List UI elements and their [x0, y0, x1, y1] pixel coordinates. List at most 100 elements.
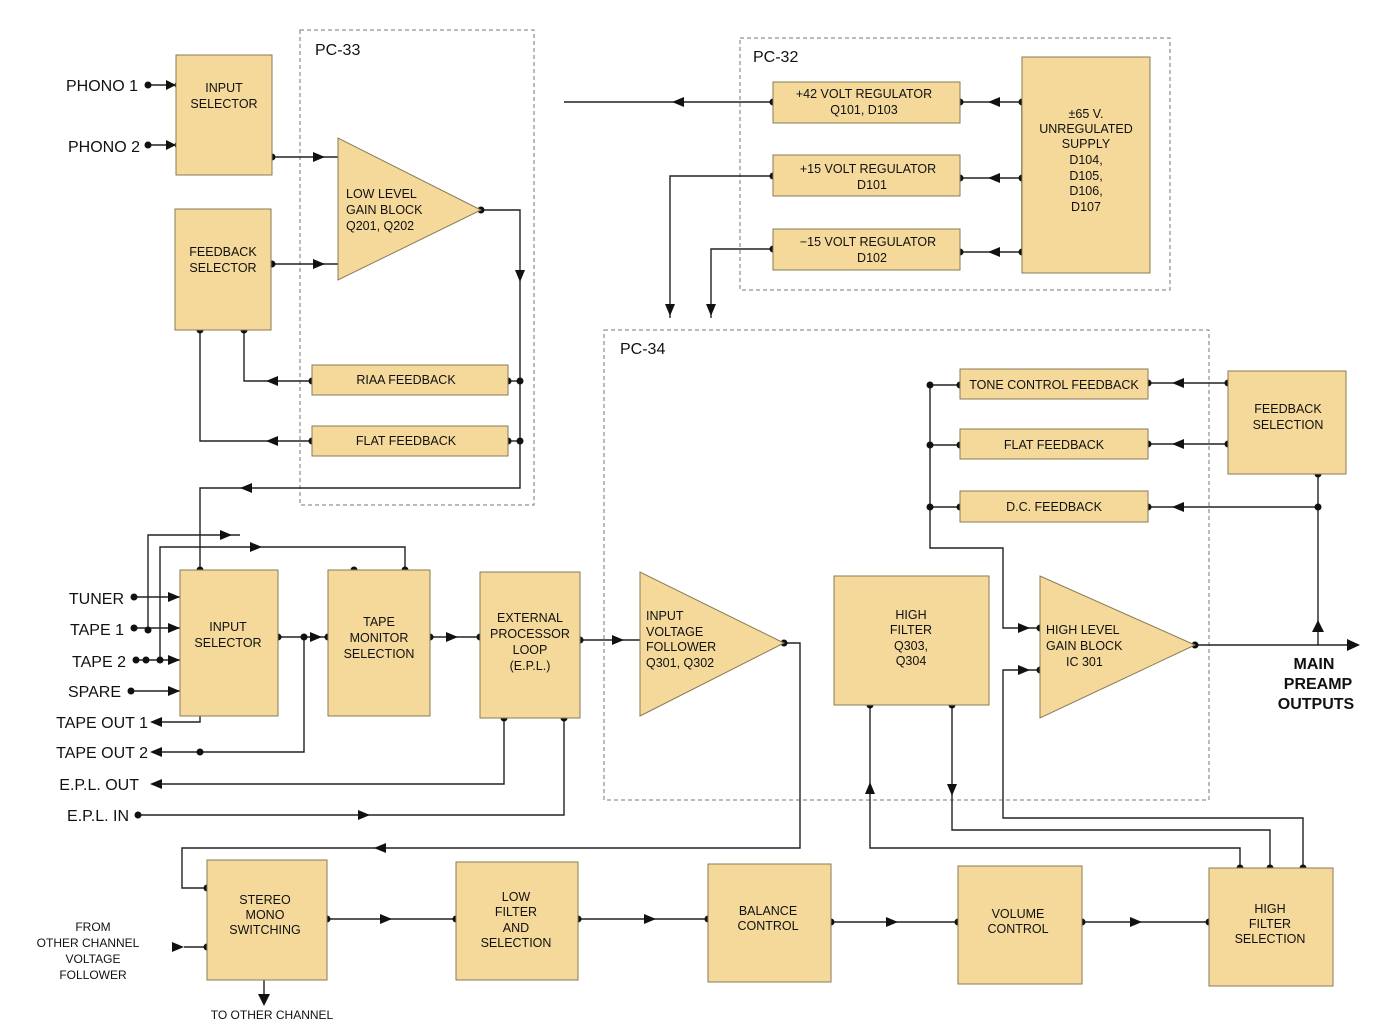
input-voltage-follower-label-1: INPUT [646, 609, 684, 623]
stereo-mono-block [206, 859, 328, 981]
flat-feedback-pc33-block [311, 425, 509, 457]
tape2-label: TAPE 2 [72, 654, 126, 671]
unregulated-label-4: D104, [1069, 153, 1102, 167]
unregulated-label-7: D107 [1071, 200, 1101, 214]
high-filter-label-3: Q303, [894, 639, 928, 653]
reg-15v-neg-block [772, 228, 961, 271]
reg-15v-pos-block [772, 154, 961, 197]
stereo-mono-label-2: MONO [246, 908, 285, 922]
tape-out2-label: TAPE OUT 2 [56, 745, 148, 762]
reg-15v-pos-label-1: +15 VOLT REGULATOR [800, 162, 936, 176]
low-level-gain-label-2: GAIN BLOCK [346, 203, 423, 217]
epl-label-3: LOOP [513, 643, 548, 657]
flat-feedback-pc33-label: FLAT FEEDBACK [356, 434, 457, 448]
balance-control-label-2: CONTROL [737, 919, 798, 933]
epl-label-1: EXTERNAL [497, 611, 563, 625]
input-voltage-follower-label-4: Q301, Q302 [646, 656, 714, 670]
reg-15v-neg-label-1: −15 VOLT REGULATOR [800, 235, 936, 249]
high-filter-label-2: FILTER [890, 623, 932, 637]
board-pc34-label: PC-34 [620, 341, 665, 358]
input-selector-mid-label-1: INPUT [209, 620, 247, 634]
main-outputs-label-2: PREAMP [1284, 676, 1353, 693]
volume-control-block [957, 865, 1083, 985]
high-filter-selection-label-1: HIGH [1254, 902, 1285, 916]
high-level-gain-label-2: GAIN BLOCK [1046, 639, 1123, 653]
unregulated-label-2: UNREGULATED [1039, 122, 1133, 136]
low-filter-block [455, 861, 579, 981]
feedback-selector-block [174, 208, 272, 331]
board-pc34-outline [603, 329, 1210, 801]
tape-monitor-label-1: TAPE [363, 615, 395, 629]
feedback-selector-label-1: FEEDBACK [189, 245, 257, 259]
volume-control-label-1: VOLUME [992, 907, 1045, 921]
board-pc33-label: PC-33 [315, 42, 360, 59]
tape-monitor-block [327, 569, 431, 717]
high-filter-selection-label-2: FILTER [1249, 917, 1291, 931]
reg-42v-label-2: Q101, D103 [830, 103, 897, 117]
high-level-gain-label-3: IC 301 [1066, 655, 1103, 669]
main-outputs-label-3: OUTPUTS [1278, 696, 1355, 713]
volume-control-label-2: CONTROL [987, 922, 1048, 936]
input-voltage-follower-label-3: FOLLOWER [646, 640, 716, 654]
feedback-selection-block [1227, 370, 1347, 475]
balance-control-label-1: BALANCE [739, 904, 797, 918]
high-filter-selection-label-3: SELECTION [1235, 932, 1306, 946]
dc-feedback-label: D.C. FEEDBACK [1006, 500, 1103, 514]
tape-out1-label: TAPE OUT 1 [56, 715, 148, 732]
arrow-heads [150, 80, 1360, 1006]
flat-feedback-pc34-label: FLAT FEEDBACK [1004, 438, 1105, 452]
epl-label-4: (E.P.L.) [510, 659, 551, 673]
input-selector-top-label-2: SELECTOR [190, 97, 257, 111]
high-level-gain-block [1039, 575, 1197, 719]
epl-block [479, 571, 581, 719]
input-selector-top-block [175, 54, 273, 176]
reg-42v-label-1: +42 VOLT REGULATOR [796, 87, 932, 101]
board-pc32-label: PC-32 [753, 49, 798, 66]
flat-feedback-pc34-block [959, 428, 1149, 460]
low-filter-label-2: FILTER [495, 905, 537, 919]
unregulated-supply-block [1021, 56, 1151, 274]
spare-label: SPARE [68, 684, 121, 701]
input-selector-mid-block [179, 569, 279, 717]
tone-control-feedback-block [959, 368, 1149, 400]
feedback-selection-label-1: FEEDBACK [1254, 402, 1322, 416]
from-other-label-3: VOLTAGE [66, 952, 121, 966]
unregulated-label-3: SUPPLY [1062, 137, 1111, 151]
unregulated-label-5: D105, [1069, 169, 1102, 183]
feedback-selector-label-2: SELECTOR [189, 261, 256, 275]
reg-42v-block [772, 81, 961, 124]
high-level-gain-label-1: HIGH LEVEL [1046, 623, 1120, 637]
feedback-selection-label-2: SELECTION [1253, 418, 1324, 432]
low-level-gain-label-1: LOW LEVEL [346, 187, 417, 201]
low-filter-label-3: AND [503, 921, 529, 935]
from-other-label-2: OTHER CHANNEL [37, 936, 140, 950]
reg-15v-neg-label-2: D102 [857, 251, 887, 265]
from-other-label-1: FROM [75, 920, 110, 934]
unregulated-label-6: D106, [1069, 184, 1102, 198]
stereo-mono-label-3: SWITCHING [229, 923, 301, 937]
low-level-gain-label-3: Q201, Q202 [346, 219, 414, 233]
input-voltage-follower-block [639, 571, 786, 717]
input-voltage-follower-label-2: VOLTAGE [646, 625, 703, 639]
low-level-gain-block [337, 137, 483, 281]
board-pc32-outline [739, 37, 1171, 291]
low-filter-label-4: SELECTION [481, 936, 552, 950]
riaa-feedback-label: RIAA FEEDBACK [356, 373, 456, 387]
high-filter-label-4: Q304 [896, 654, 927, 668]
main-outputs-label-1: MAIN [1294, 656, 1335, 673]
tone-control-feedback-label: TONE CONTROL FEEDBACK [969, 378, 1139, 392]
balance-control-block [707, 863, 832, 983]
phono1-label: PHONO 1 [66, 78, 138, 95]
riaa-feedback-block [311, 364, 509, 396]
unregulated-label-1: ±65 V. [1069, 107, 1104, 121]
board-pc33-outline [299, 29, 535, 506]
input-selector-top-label-1: INPUT [205, 81, 243, 95]
stereo-mono-label-1: STEREO [239, 893, 291, 907]
input-selector-mid-label-2: SELECTOR [194, 636, 261, 650]
phono2-label: PHONO 2 [68, 139, 140, 156]
reg-15v-pos-label-2: D101 [857, 178, 887, 192]
from-other-label-4: FOLLOWER [59, 968, 127, 982]
low-filter-label-1: LOW [502, 890, 531, 904]
high-filter-selection-block [1208, 867, 1334, 987]
